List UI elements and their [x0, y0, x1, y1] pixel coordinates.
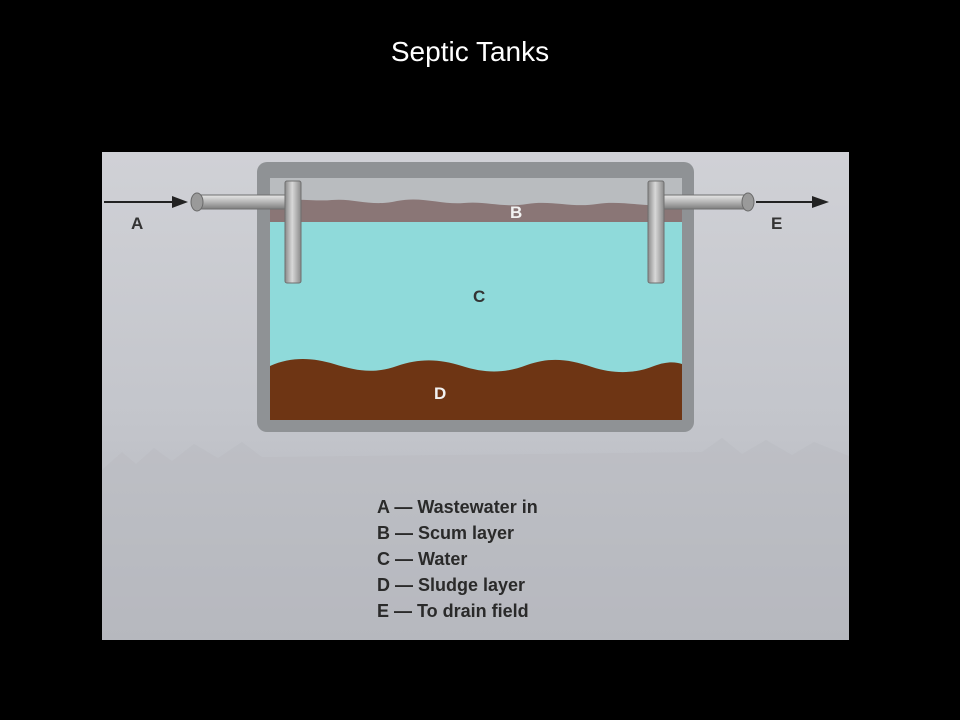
outlet-pipe-end	[741, 192, 755, 212]
septic-tank-diagram: A B C D E A — Wastewater in B — Scum lay…	[102, 152, 849, 640]
sludge-layer	[270, 359, 682, 420]
inlet-pipe	[192, 194, 294, 210]
inlet-pipe-end	[190, 192, 204, 212]
outlet-tee	[647, 180, 665, 284]
label-outlet: E	[771, 214, 782, 233]
inlet-arrow	[104, 196, 188, 208]
scum-layer	[270, 199, 682, 222]
inlet-tee	[284, 180, 302, 284]
legend: A — Wastewater in B — Scum layer C — Wat…	[377, 497, 538, 621]
label-inlet: A	[131, 214, 143, 233]
legend-item: B — Scum layer	[377, 523, 514, 543]
legend-item: D — Sludge layer	[377, 575, 525, 595]
outlet-pipe	[657, 194, 754, 210]
label-scum: B	[510, 203, 522, 222]
legend-item: C — Water	[377, 549, 467, 569]
legend-item: A — Wastewater in	[377, 497, 538, 517]
legend-item: E — To drain field	[377, 601, 529, 621]
label-water: C	[473, 287, 485, 306]
slide-title: Septic Tanks	[390, 36, 550, 67]
label-sludge: D	[434, 384, 446, 403]
background-treeline	[102, 438, 849, 640]
outlet-arrow	[756, 196, 829, 208]
